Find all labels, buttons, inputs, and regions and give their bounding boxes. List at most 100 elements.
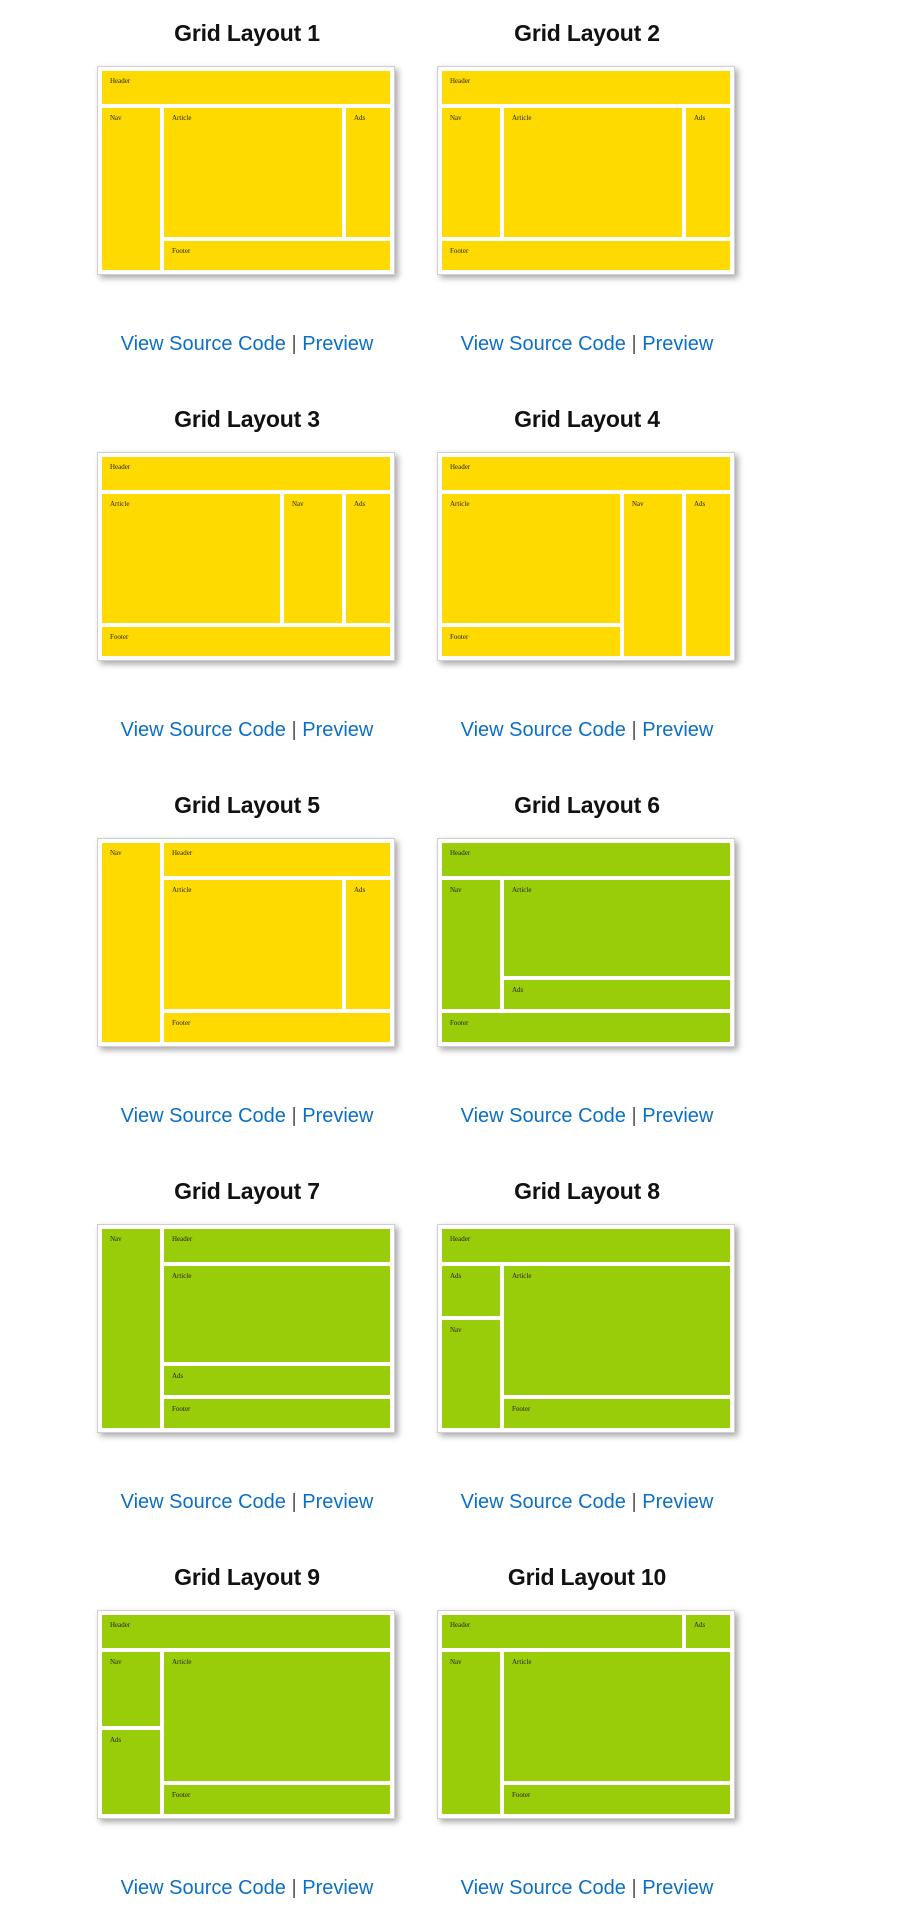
nav-block: Nav xyxy=(102,108,160,270)
preview-link[interactable]: Preview xyxy=(302,1491,374,1513)
view-source-link[interactable]: View Source Code xyxy=(460,719,626,741)
view-source-link[interactable]: View Source Code xyxy=(120,333,286,355)
layout-title: Grid Layout 4 xyxy=(514,406,660,432)
view-source-link[interactable]: View Source Code xyxy=(460,1105,626,1127)
view-source-link[interactable]: View Source Code xyxy=(120,719,286,741)
nav-block: Nav xyxy=(442,1320,500,1428)
preview-link[interactable]: Preview xyxy=(302,1877,374,1899)
nav-block: Nav xyxy=(102,1652,160,1726)
links-row: View Source Code | Preview xyxy=(97,332,397,356)
layout-thumbnail[interactable]: Header Nav Article Ads Footer xyxy=(97,66,395,275)
ads-block: Ads xyxy=(686,108,730,237)
article-block: Article xyxy=(164,1652,390,1781)
links-row: View Source Code | Preview xyxy=(97,1104,397,1128)
preview-link[interactable]: Preview xyxy=(642,719,714,741)
ads-block: Ads xyxy=(686,1615,730,1648)
footer-block: Footer xyxy=(504,1785,730,1814)
article-block: Article xyxy=(504,108,682,237)
nav-block: Nav xyxy=(442,1652,500,1814)
preview-link[interactable]: Preview xyxy=(302,1105,374,1127)
article-block: Article xyxy=(164,1266,390,1362)
footer-block: Footer xyxy=(164,1399,390,1428)
layout-thumbnail[interactable]: Header Ads Nav Article Footer xyxy=(437,1610,735,1819)
header-block: Header xyxy=(442,1229,730,1262)
preview-link[interactable]: Preview xyxy=(642,1877,714,1899)
article-block: Article xyxy=(164,108,342,237)
layout-title: Grid Layout 6 xyxy=(514,792,660,818)
separator: | xyxy=(631,1105,637,1127)
preview-link[interactable]: Preview xyxy=(302,719,374,741)
layout-title: Grid Layout 3 xyxy=(174,406,320,432)
layout-thumbnail[interactable]: Header Nav Article Ads Footer xyxy=(437,838,735,1047)
header-block: Header xyxy=(442,1615,682,1648)
header-block: Header xyxy=(102,71,390,104)
article-block: Article xyxy=(504,880,730,976)
view-source-link[interactable]: View Source Code xyxy=(120,1877,286,1899)
links-row: View Source Code | Preview xyxy=(97,1876,397,1900)
footer-block: Footer xyxy=(164,1013,390,1042)
separator: | xyxy=(291,1877,297,1899)
layout-thumbnail[interactable]: Header Ads Nav Article Footer xyxy=(437,1224,735,1433)
header-block: Header xyxy=(164,1229,390,1262)
separator: | xyxy=(291,333,297,355)
view-source-link[interactable]: View Source Code xyxy=(120,1105,286,1127)
separator: | xyxy=(291,1105,297,1127)
ads-block: Ads xyxy=(346,880,390,1009)
footer-block: Footer xyxy=(504,1399,730,1428)
separator: | xyxy=(631,1877,637,1899)
layout-title: Grid Layout 1 xyxy=(174,20,320,46)
links-row: View Source Code | Preview xyxy=(97,1490,397,1514)
ads-block: Ads xyxy=(504,980,730,1009)
preview-link[interactable]: Preview xyxy=(642,1105,714,1127)
nav-block: Nav xyxy=(442,880,500,1009)
layout-title: Grid Layout 9 xyxy=(174,1564,320,1590)
separator: | xyxy=(291,1491,297,1513)
article-block: Article xyxy=(164,880,342,1009)
nav-block: Nav xyxy=(442,108,500,237)
ads-block: Ads xyxy=(442,1266,500,1316)
layout-thumbnail[interactable]: Nav Header Article Ads Footer xyxy=(97,838,395,1047)
preview-link[interactable]: Preview xyxy=(302,333,374,355)
preview-link[interactable]: Preview xyxy=(642,333,714,355)
layout-thumbnail[interactable]: Header Nav Ads Article Footer xyxy=(97,1610,395,1819)
separator: | xyxy=(631,333,637,355)
layout-thumbnail[interactable]: Header Nav Article Ads Footer xyxy=(437,66,735,275)
ads-block: Ads xyxy=(164,1366,390,1395)
nav-block: Nav xyxy=(102,1229,160,1428)
links-row: View Source Code | Preview xyxy=(437,718,737,742)
preview-link[interactable]: Preview xyxy=(642,1491,714,1513)
separator: | xyxy=(631,719,637,741)
layout-thumbnail[interactable]: Header Article Nav Ads Footer xyxy=(437,452,735,661)
nav-block: Nav xyxy=(102,843,160,1042)
layout-title: Grid Layout 8 xyxy=(514,1178,660,1204)
ads-block: Ads xyxy=(102,1730,160,1814)
footer-block: Footer xyxy=(442,1013,730,1042)
header-block: Header xyxy=(442,843,730,876)
footer-block: Footer xyxy=(102,627,390,656)
article-block: Article xyxy=(504,1266,730,1395)
links-row: View Source Code | Preview xyxy=(437,1876,737,1900)
article-block: Article xyxy=(504,1652,730,1781)
links-row: View Source Code | Preview xyxy=(437,332,737,356)
layout-thumbnail[interactable]: Header Article Nav Ads Footer xyxy=(97,452,395,661)
separator: | xyxy=(631,1491,637,1513)
footer-block: Footer xyxy=(442,241,730,270)
header-block: Header xyxy=(442,71,730,104)
view-source-link[interactable]: View Source Code xyxy=(460,333,626,355)
links-row: View Source Code | Preview xyxy=(437,1104,737,1128)
view-source-link[interactable]: View Source Code xyxy=(460,1877,626,1899)
header-block: Header xyxy=(164,843,390,876)
nav-block: Nav xyxy=(284,494,342,623)
footer-block: Footer xyxy=(164,241,390,270)
ads-block: Ads xyxy=(346,108,390,237)
links-row: View Source Code | Preview xyxy=(97,718,397,742)
layout-title: Grid Layout 7 xyxy=(174,1178,320,1204)
footer-block: Footer xyxy=(442,627,620,656)
nav-block: Nav xyxy=(624,494,682,656)
view-source-link[interactable]: View Source Code xyxy=(460,1491,626,1513)
view-source-link[interactable]: View Source Code xyxy=(120,1491,286,1513)
layout-thumbnail[interactable]: Nav Header Article Ads Footer xyxy=(97,1224,395,1433)
header-block: Header xyxy=(102,457,390,490)
header-block: Header xyxy=(442,457,730,490)
links-row: View Source Code | Preview xyxy=(437,1490,737,1514)
